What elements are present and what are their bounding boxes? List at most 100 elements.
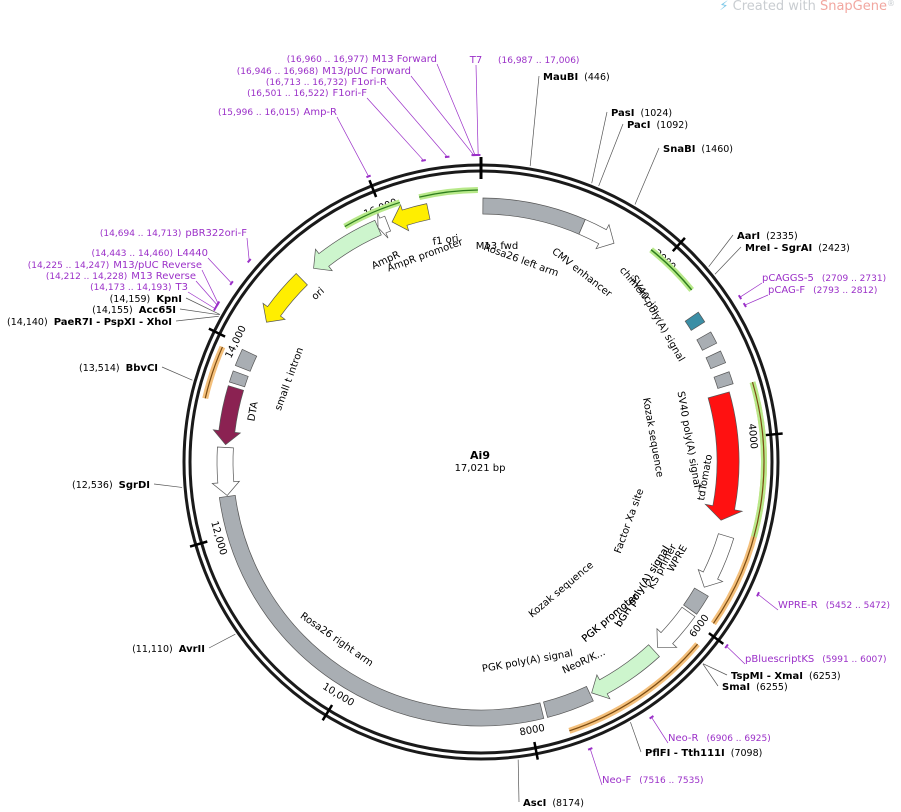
primer-label: Neo-F(7516 .. 7535) [602, 775, 704, 786]
primer-mark [215, 302, 220, 308]
site-leader [517, 759, 520, 803]
primer-name: pCAG-F [768, 285, 805, 296]
primer-leader [757, 594, 779, 611]
primer-leader [475, 64, 479, 156]
site-group: MauBI(446)PasI(1024)PacI(1092)SnaBI(1460… [7, 72, 850, 809]
site-position: (2335) [766, 231, 798, 242]
feature-ampr-promoter [377, 212, 392, 239]
restriction-site: (14,159) KpnI [110, 294, 182, 305]
site-position: (14,159) [110, 294, 151, 305]
primer-name: pBluescriptKS [745, 654, 814, 665]
site-leader [175, 315, 219, 322]
primer-position: (6906 .. 6925) [707, 734, 771, 744]
primer-mark [213, 306, 218, 312]
site-name: KpnI [156, 294, 182, 305]
feature-cmv-enhancer [578, 219, 615, 250]
primer-name: WPRE-R [778, 600, 818, 611]
coverage-arc [418, 187, 478, 201]
primer-mark [587, 747, 593, 751]
plasmid-size: 17,021 bp [455, 463, 506, 474]
site-name: SmaI [722, 682, 750, 693]
feature-bgh-poly-a-signal [234, 348, 258, 372]
primer-name: F1ori-R [351, 77, 387, 88]
site-name: SnaBI [663, 144, 695, 155]
site-name: MauBI [543, 72, 578, 83]
feature-label: DTA [246, 401, 260, 423]
primer-label: (14,694 .. 14,713)pBR322ori-F [100, 228, 247, 239]
chimeric-intron-arrow [650, 249, 693, 291]
site-position: (7098) [731, 748, 763, 759]
feature-wpre [697, 533, 735, 588]
primer-position: (16,501 .. 16,522) [247, 89, 328, 99]
watermark-prefix: Created with [732, 0, 820, 14]
tick-mark [764, 432, 783, 437]
primer-position: (16,713 .. 16,732) [266, 78, 347, 88]
site-leader [702, 663, 719, 687]
primer-name: F1ori-F [333, 88, 368, 99]
watermark-icon: ⚡ [719, 0, 729, 14]
primer-position: (14,212 .. 14,228) [46, 272, 127, 282]
site-leader [153, 483, 183, 488]
primer-position: (14,443 .. 14,460) [92, 249, 173, 259]
feature-label-kozak1: Kozak sequence [640, 397, 665, 478]
feature-label-sv40_2: SV40 poly(A) signal [675, 391, 703, 489]
site-position: (1024) [640, 108, 672, 119]
feature-bgh-poly-a-signal [683, 587, 709, 615]
site-name: BbvCI [126, 363, 158, 374]
restriction-site: MreI - SgrAI(2423) [745, 243, 850, 254]
coverage-arc-line [204, 346, 223, 399]
site-position: (11,110) [132, 644, 173, 655]
restriction-site: TspMI - XmaI(6253) [731, 671, 841, 682]
tick-mark [533, 741, 539, 760]
primer-label: (16,501 .. 16,522) F1ori-F [247, 88, 367, 99]
feature-label-chimeric: chimeric in... [617, 265, 667, 322]
feature-pgk-promoter [656, 606, 696, 648]
watermark-brand: SnapGene [819, 0, 887, 14]
restriction-site: (14,140)PaeR7I - PspXI - XhoI [7, 317, 172, 328]
primer-position: (16,960 .. 16,977) [287, 55, 368, 65]
feature-tdtomato [704, 391, 744, 521]
feature-label: ori [310, 286, 327, 303]
site-leader [630, 722, 642, 753]
primer-label: (14,173 .. 14,193)T3 [90, 282, 188, 293]
plasmid-name: Ai9 [470, 449, 490, 462]
restriction-site: (11,110) AvrII [132, 644, 205, 655]
primer-leader [589, 748, 603, 786]
site-name: AscI [523, 798, 546, 809]
restriction-site: (12,536) SgrDI [72, 480, 150, 491]
primer-mark [229, 280, 234, 286]
primer-position: (16,987 .. 17,006) [498, 56, 579, 66]
primer-mark [737, 294, 743, 300]
primer-position: (5991 .. 6007) [822, 655, 886, 665]
primer-mark [246, 258, 252, 264]
site-position: (12,536) [72, 480, 113, 491]
feature-pgk-poly-a-signal [543, 685, 594, 718]
primer-leader [201, 269, 219, 304]
site-position: (6255) [756, 682, 788, 693]
primer-name: pCAGGS-5 [762, 273, 814, 284]
primer-name: pBR322ori-F [185, 228, 247, 239]
feature-segment [705, 350, 727, 370]
site-position: (1460) [701, 144, 733, 155]
feature-label: PGK poly(A) signal [481, 648, 574, 675]
feature-label: small t intron [273, 346, 306, 412]
primer-name: Amp-R [304, 107, 338, 118]
site-leader [634, 147, 660, 205]
site-position: (446) [584, 72, 610, 83]
site-leader [208, 633, 236, 649]
tick-mark [708, 632, 725, 645]
feature-label: M13 fwd [476, 241, 518, 252]
primer-position: (14,225 .. 14,247) [28, 261, 109, 271]
primer-label: pBluescriptKS (5991 .. 6007) [745, 654, 887, 665]
coverage-arc [202, 345, 226, 400]
feature-f1-ori [391, 203, 431, 232]
feature-label-factor_xa: Factor Xa site [613, 487, 647, 555]
feature-label: f1 ori [432, 233, 459, 248]
site-name: AvrII [179, 644, 205, 655]
site-name: SgrDI [119, 480, 150, 491]
feature-ori [262, 273, 308, 323]
feature-segment [713, 371, 734, 389]
tick-mark [671, 237, 686, 253]
primer-position: (2793 .. 2812) [813, 286, 877, 296]
